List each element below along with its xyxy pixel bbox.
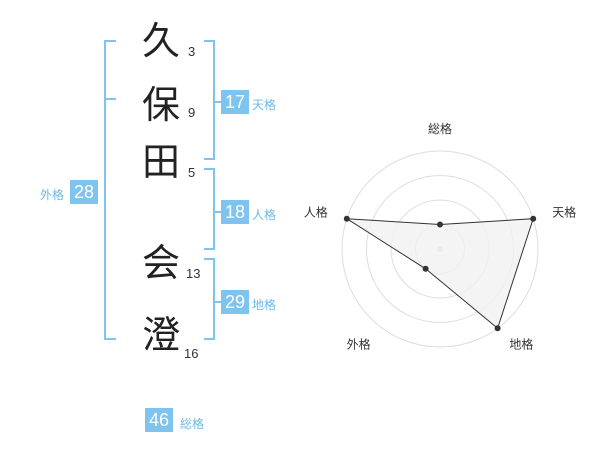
tenkaku-value-badge: 17 (221, 90, 249, 114)
stroke-count-2: 9 (188, 105, 196, 120)
tenkaku-label: 天格 (252, 98, 277, 112)
name-char-3: 田 (142, 140, 181, 184)
radar-point-2 (530, 215, 537, 222)
name-char-1: 久 (142, 19, 181, 63)
radar-axis-label-5: 人格 (304, 205, 328, 220)
jinkaku-value-badge: 18 (221, 200, 249, 224)
jinkaku-bracket-top (204, 168, 215, 170)
jinkaku-bracket-bottom (204, 248, 215, 250)
jinkaku-connector (213, 211, 221, 213)
radar-axis-label-2: 天格 (552, 205, 576, 220)
name-char-2: 保 (142, 83, 181, 127)
stroke-count-3: 5 (188, 165, 196, 180)
name-char-4: 会 (142, 241, 181, 285)
radar-point-5 (343, 215, 350, 222)
chikaku-label: 地格 (252, 298, 277, 312)
radar-axis-label-3: 地格 (509, 337, 533, 352)
stroke-count-5: 16 (184, 346, 199, 361)
radar-grid-ring-4 (341, 150, 539, 348)
gaikaku-bracket-vertical (104, 40, 106, 340)
gaikaku-label: 外格 (40, 188, 65, 202)
radar-point-3 (494, 325, 501, 332)
jinkaku-bracket-vertical (213, 168, 215, 250)
tenkaku-bracket-bottom (204, 158, 215, 160)
tenkaku-connector (213, 101, 221, 103)
chikaku-bracket-bottom (204, 338, 215, 340)
tenkaku-bracket-vertical (213, 40, 215, 160)
stroke-count-1: 3 (188, 44, 196, 59)
gaikaku-bracket-mid (104, 98, 116, 100)
radar-point-4 (422, 265, 429, 272)
soukaku-label: 総格 (180, 417, 205, 431)
radar-point-1 (437, 221, 443, 228)
name-char-5: 澄 (142, 313, 181, 357)
radar-value-polygon (346, 218, 534, 330)
stroke-count-4: 13 (186, 266, 201, 281)
tenkaku-bracket-top (204, 40, 215, 42)
radar-axis-label-1: 総格 (428, 121, 452, 136)
radar-axis-label-4: 外格 (347, 337, 371, 352)
jinkaku-label: 人格 (252, 208, 277, 222)
gaikaku-bracket-bottom (104, 338, 116, 340)
gaikaku-bracket-top (104, 40, 116, 42)
gaikaku-value-badge: 28 (70, 180, 98, 204)
soukaku-value-badge: 46 (145, 408, 173, 432)
chikaku-connector (213, 301, 221, 303)
chikaku-bracket-top (204, 258, 215, 260)
chikaku-bracket-vertical (213, 258, 215, 340)
chikaku-value-badge: 29 (221, 290, 249, 314)
